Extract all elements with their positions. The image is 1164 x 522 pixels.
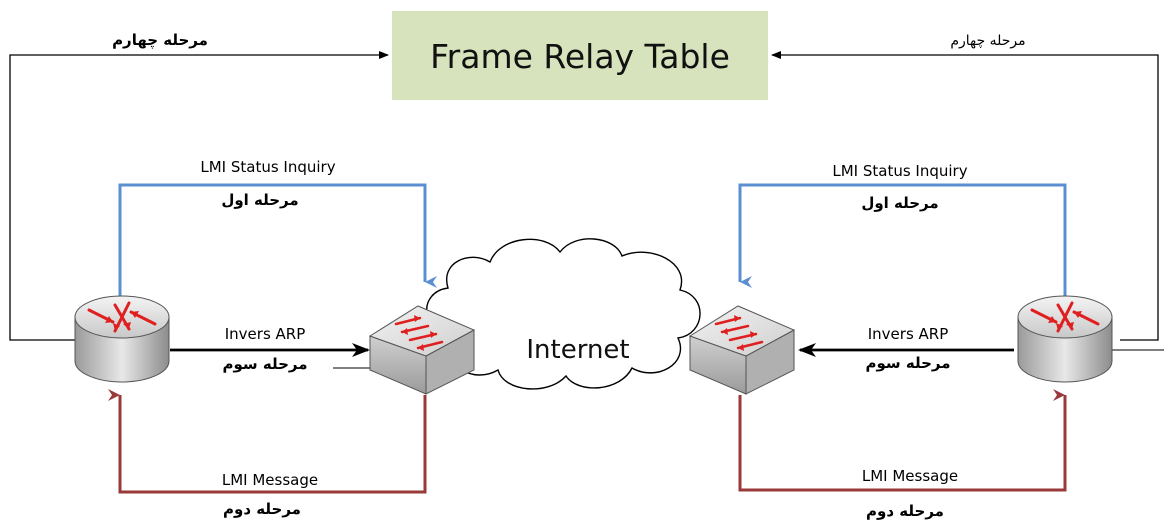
left-message-line (108, 389, 427, 494)
internet-cloud-icon (426, 238, 701, 390)
internet-label: Internet (526, 335, 629, 365)
frame-relay-switch-icon (688, 305, 796, 395)
frame-relay-table-box (392, 11, 768, 100)
right-inquiry-line (738, 183, 1067, 300)
router-icon (1017, 295, 1113, 383)
right-step1-label: مرحله اول (861, 194, 938, 212)
left-inquiry-line (118, 183, 437, 300)
right-step3-label: مرحله سوم (865, 354, 950, 372)
right-step4-label: مرحله چهارم (950, 33, 1025, 49)
left-step4-line (9, 51, 389, 341)
left-invarp-label: Invers ARP (225, 325, 306, 343)
right-message-line (738, 389, 1067, 492)
right-step2-label: مرحله دوم (866, 502, 944, 520)
frame-relay-switch-icon (368, 305, 476, 395)
router-icon (74, 295, 170, 383)
right-inquiry-label: LMI Status Inquiry (832, 162, 967, 180)
right-invarp-label: Invers ARP (868, 325, 949, 343)
right-message-label: LMI Message (862, 467, 958, 485)
frame-relay-table-title: Frame Relay Table (430, 37, 730, 76)
left-message-label: LMI Message (222, 471, 318, 489)
left-inquiry-label: LMI Status Inquiry (200, 158, 335, 176)
left-step3-label: مرحله سوم (222, 355, 307, 373)
right-step4-line (771, 51, 1159, 341)
left-step4-label: مرحله چهارم (112, 31, 208, 50)
left-step1-label: مرحله اول (221, 191, 298, 209)
left-step2-label: مرحله دوم (223, 500, 301, 518)
